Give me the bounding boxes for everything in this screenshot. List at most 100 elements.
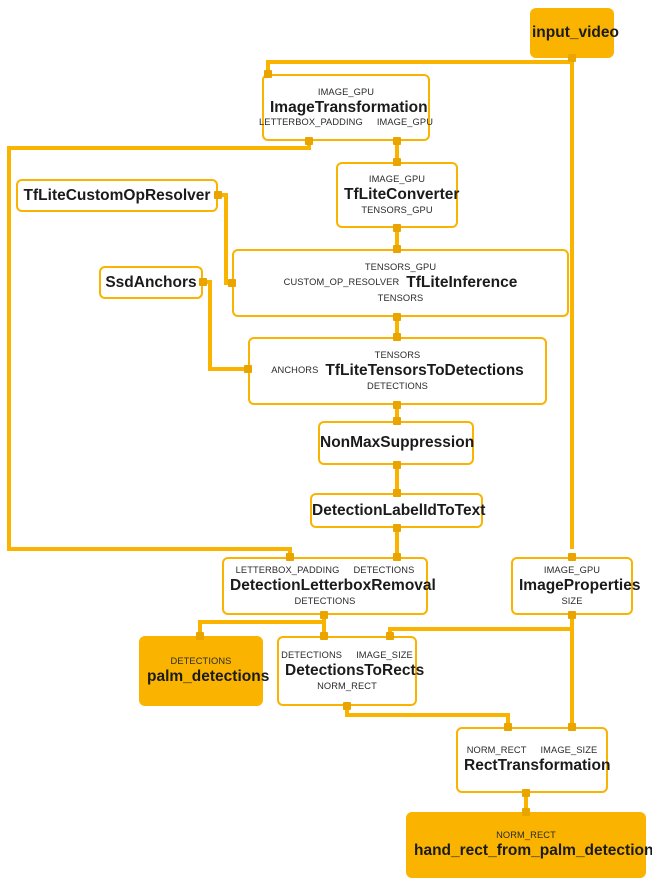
port-pin-side-output[interactable] bbox=[199, 278, 207, 286]
input-port-row: TENSORS bbox=[256, 350, 539, 361]
port-label-norm-rect: NORM_RECT bbox=[466, 744, 527, 755]
port-label-image-size: IMAGE_SIZE bbox=[540, 744, 598, 755]
output-port-row: NORM_RECT bbox=[285, 680, 409, 691]
port-label-image-size: IMAGE_SIZE bbox=[356, 650, 413, 661]
port-pin-input-tensors[interactable] bbox=[393, 333, 401, 341]
port-label-letterbox-padding: LETTERBOX_PADDING bbox=[259, 117, 363, 128]
node-title: input_video bbox=[532, 24, 619, 42]
port-pin-output-detections[interactable] bbox=[393, 401, 401, 409]
port-pin-input-image-size[interactable] bbox=[386, 632, 394, 640]
node-input-video[interactable]: input_video bbox=[530, 8, 619, 58]
port-label-tensors-gpu: TENSORS_GPU bbox=[364, 262, 437, 273]
port-label-detections: DETECTIONS bbox=[367, 380, 428, 391]
port-pin-input-tensors-gpu[interactable] bbox=[393, 245, 401, 253]
node-title: SsdAnchors bbox=[105, 273, 197, 291]
edge-detectionletterboxremoval-to-palm_detections bbox=[198, 615, 326, 636]
edge-imageproperties-to-detectionstorects bbox=[388, 615, 574, 636]
port-pin-input[interactable] bbox=[393, 417, 401, 425]
input-port-row: NORM_RECT IMAGE_SIZE bbox=[464, 744, 600, 755]
input-port-row: IMAGE_GPU bbox=[344, 174, 450, 185]
edge-input_video-to-imagetransformation bbox=[266, 58, 574, 74]
port-pin-input-image-gpu[interactable] bbox=[568, 553, 576, 561]
port-label-image-gpu-out: IMAGE_GPU bbox=[376, 117, 434, 128]
output-port-row: LETTERBOX_PADDING IMAGE_GPU bbox=[259, 117, 433, 127]
port-pin-input[interactable] bbox=[393, 489, 401, 497]
port-pin-input-norm-rect[interactable] bbox=[504, 723, 512, 731]
port-pin-input-detections[interactable] bbox=[320, 632, 328, 640]
port-pin-output-detections[interactable] bbox=[320, 611, 328, 619]
port-pin-side-output[interactable] bbox=[214, 191, 222, 199]
port-pin-output[interactable] bbox=[568, 54, 576, 62]
port-pin-output-image-gpu[interactable] bbox=[393, 137, 401, 145]
node-main-row: ANCHORS TfLiteTensorsToDetections bbox=[256, 362, 539, 379]
port-label-detections-out: DETECTIONS bbox=[294, 595, 356, 606]
input-port-row: LETTERBOX_PADDING DETECTIONS bbox=[230, 565, 420, 576]
port-pin-output-letterbox-padding[interactable] bbox=[305, 137, 313, 145]
node-rect-transformation[interactable]: NORM_RECT IMAGE_SIZE RectTransformation bbox=[456, 727, 610, 793]
node-title: TfLiteTensorsToDetections bbox=[325, 362, 524, 380]
node-tflite-custom-op-resolver[interactable]: TfLiteCustomOpResolver bbox=[16, 179, 218, 212]
node-detection-letterbox-removal[interactable]: LETTERBOX_PADDING DETECTIONS DetectionLe… bbox=[222, 557, 436, 615]
node-detection-label-id-to-text[interactable]: DetectionLabelIdToText bbox=[310, 493, 486, 528]
port-pin-output-size[interactable] bbox=[568, 611, 576, 619]
node-non-max-suppression[interactable]: NonMaxSuppression bbox=[318, 421, 474, 465]
node-palm-detections[interactable]: DETECTIONS palm_detections bbox=[139, 636, 270, 706]
port-pin-output-tensors[interactable] bbox=[393, 313, 401, 321]
node-tflite-tensors-to-detections[interactable]: TENSORS ANCHORS TfLiteTensorsToDetection… bbox=[248, 337, 547, 405]
port-label-size: SIZE bbox=[561, 595, 583, 606]
port-label-custom-op-resolver: CUSTOM_OP_RESOLVER bbox=[283, 277, 400, 288]
node-tflite-inference[interactable]: TENSORS_GPU CUSTOM_OP_RESOLVER TfLiteInf… bbox=[232, 249, 569, 317]
port-label-image-gpu: IMAGE_GPU bbox=[368, 174, 426, 185]
output-port-row: DETECTIONS bbox=[230, 595, 420, 606]
node-title: DetectionsToRects bbox=[285, 662, 425, 680]
port-label-image-gpu: IMAGE_GPU bbox=[317, 86, 375, 97]
input-port-row: DETECTIONS bbox=[147, 655, 255, 666]
node-title: ImageTransformation bbox=[270, 98, 428, 116]
port-pin-output[interactable] bbox=[393, 461, 401, 469]
node-ssd-anchors[interactable]: SsdAnchors bbox=[99, 266, 203, 299]
input-port-row: DETECTIONS IMAGE_SIZE bbox=[281, 650, 413, 660]
port-pin-input-norm-rect[interactable] bbox=[522, 808, 530, 816]
port-label-image-gpu: IMAGE_GPU bbox=[543, 565, 601, 576]
output-port-row: TENSORS_GPU bbox=[344, 204, 450, 215]
port-label-norm-rect: NORM_RECT bbox=[317, 680, 377, 691]
node-title: DetectionLabelIdToText bbox=[312, 501, 486, 519]
port-pin-input-image-gpu[interactable] bbox=[264, 70, 272, 78]
input-port-row: IMAGE_GPU bbox=[519, 565, 625, 576]
node-title: ImageProperties bbox=[519, 577, 641, 595]
port-pin-input-image-size[interactable] bbox=[568, 723, 576, 731]
port-pin-input-image-gpu[interactable] bbox=[393, 158, 401, 166]
node-image-transformation[interactable]: IMAGE_GPU ImageTransformation LETTERBOX_… bbox=[259, 74, 433, 141]
port-label-detections: DETECTIONS bbox=[170, 655, 232, 666]
output-port-row: DETECTIONS bbox=[256, 380, 539, 391]
output-port-row: TENSORS bbox=[240, 293, 561, 303]
port-pin-output-norm-rect[interactable] bbox=[343, 702, 351, 710]
port-pin-output-tensors-gpu[interactable] bbox=[393, 224, 401, 232]
node-hand-rect-from-palm-detections[interactable]: NORM_RECT hand_rect_from_palm_detections bbox=[406, 812, 652, 878]
port-pin-output[interactable] bbox=[393, 524, 401, 532]
port-label-norm-rect: NORM_RECT bbox=[496, 829, 556, 840]
node-tflite-converter[interactable]: IMAGE_GPU TfLiteConverter TENSORS_GPU bbox=[336, 162, 460, 228]
node-title: TfLiteCustomOpResolver bbox=[23, 186, 211, 204]
port-label-letterbox-padding: LETTERBOX_PADDING bbox=[235, 565, 340, 576]
node-title: DetectionLetterboxRemoval bbox=[230, 577, 436, 595]
port-label-tensors-gpu: TENSORS_GPU bbox=[361, 204, 433, 215]
port-pin-input-detections[interactable] bbox=[393, 553, 401, 561]
port-pin-input-letterbox-padding[interactable] bbox=[286, 553, 294, 561]
port-pin-side-input-custom-op-resolver[interactable] bbox=[228, 279, 236, 287]
node-title: palm_detections bbox=[147, 668, 270, 686]
input-port-row: IMAGE_GPU bbox=[270, 86, 422, 97]
port-pin-input-detections[interactable] bbox=[196, 632, 204, 640]
port-label-detections: DETECTIONS bbox=[281, 650, 343, 661]
node-image-properties[interactable]: IMAGE_GPU ImageProperties SIZE bbox=[511, 557, 641, 615]
port-pin-side-input-anchors[interactable] bbox=[244, 365, 252, 373]
input-port-row: NORM_RECT bbox=[414, 829, 638, 840]
edge-detectionstorects-to-recttransformation bbox=[345, 706, 510, 727]
port-pin-output[interactable] bbox=[522, 789, 530, 797]
node-title: TfLiteConverter bbox=[344, 186, 460, 204]
output-port-row: SIZE bbox=[519, 595, 625, 606]
port-label-anchors: ANCHORS bbox=[271, 365, 319, 376]
node-detections-to-rects[interactable]: DETECTIONS IMAGE_SIZE DetectionsToRects … bbox=[277, 636, 425, 706]
port-label-tensors: TENSORS bbox=[374, 350, 421, 361]
